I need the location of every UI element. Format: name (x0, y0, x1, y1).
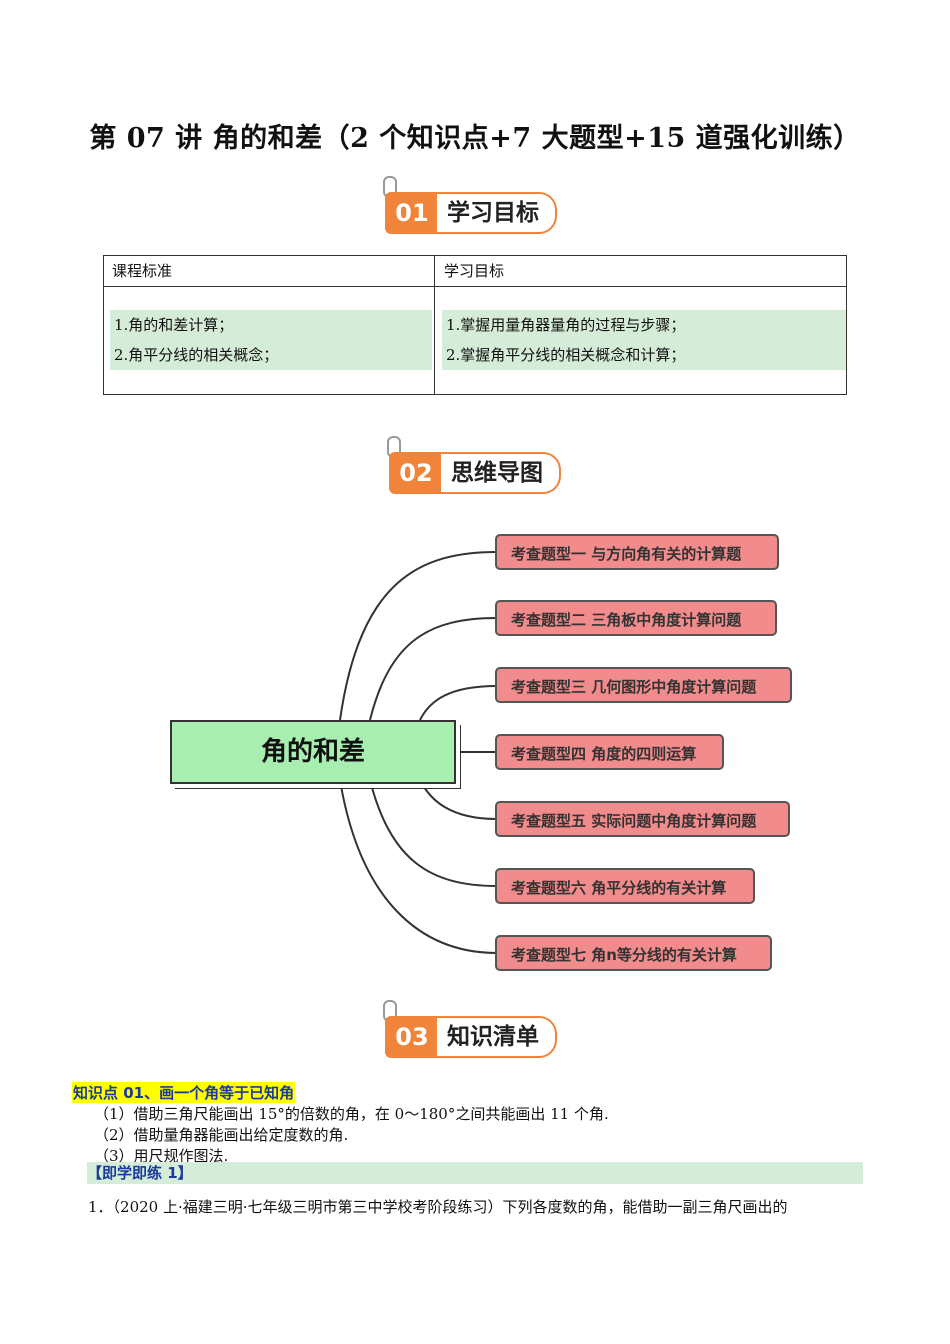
goals-table: 课程标准 学习目标 1.角的和差计算； 2.角平分线的相关概念； 1.掌握用量角… (103, 255, 847, 395)
section-number: 03 (385, 1016, 439, 1058)
knowledge-line: （3）用尺规作图法. (94, 1147, 229, 1165)
list-item: 1.角的和差计算； (114, 316, 234, 334)
mindmap-node-3: 考查题型三 几何图形中角度计算问题 (495, 667, 792, 703)
section-label: 知识清单 (435, 1016, 557, 1058)
knowledge-line: （2）借助量角器能画出给定度数的角. (94, 1126, 349, 1144)
standard-cell: 1.角的和差计算； 2.角平分线的相关概念； (110, 310, 432, 370)
section-number: 02 (389, 452, 443, 494)
mindmap-node-6: 考查题型六 角平分线的有关计算 (495, 868, 755, 904)
mindmap-node-7: 考查题型七 角n等分线的有关计算 (495, 935, 772, 971)
section-label: 学习目标 (435, 192, 557, 234)
section-label: 思维导图 (439, 452, 561, 494)
goals-cell: 1.掌握用量角器量角的过程与步骤； 2.掌握角平分线的相关概念和计算； (442, 310, 846, 370)
mindmap-node-5: 考查题型五 实际问题中角度计算问题 (495, 801, 790, 837)
mindmap-node-2: 考查题型二 三角板中角度计算问题 (495, 600, 777, 636)
question-text: 1．（2020 上·福建三明·七年级三明市第三中学校考阶段练习）下列各度数的角，… (88, 1198, 788, 1216)
page-title: 第 07 讲 角的和差（2 个知识点+7 大题型+15 道强化训练） (89, 123, 861, 154)
mindmap-node-4: 考查题型四 角度的四则运算 (495, 734, 724, 770)
knowledge-point-title: 知识点 01、画一个角等于已知角 (72, 1082, 296, 1103)
section-number: 01 (385, 192, 439, 234)
knowledge-line: （1）借助三角尺能画出 15°的倍数的角，在 0～180°之间共能画出 11 个… (94, 1105, 609, 1123)
list-item: 2.掌握角平分线的相关概念和计算； (446, 346, 686, 364)
mindmap-center: 角的和差 (170, 720, 456, 784)
list-item: 2.角平分线的相关概念； (114, 346, 279, 364)
mindmap-node-1: 考查题型一 与方向角有关的计算题 (495, 534, 779, 570)
list-item: 1.掌握用量角器量角的过程与步骤； (446, 316, 686, 334)
practice-heading: 【即学即练 1】 (87, 1162, 863, 1184)
table-header-goals: 学习目标 (444, 262, 505, 280)
table-header-standard: 课程标准 (112, 262, 173, 280)
